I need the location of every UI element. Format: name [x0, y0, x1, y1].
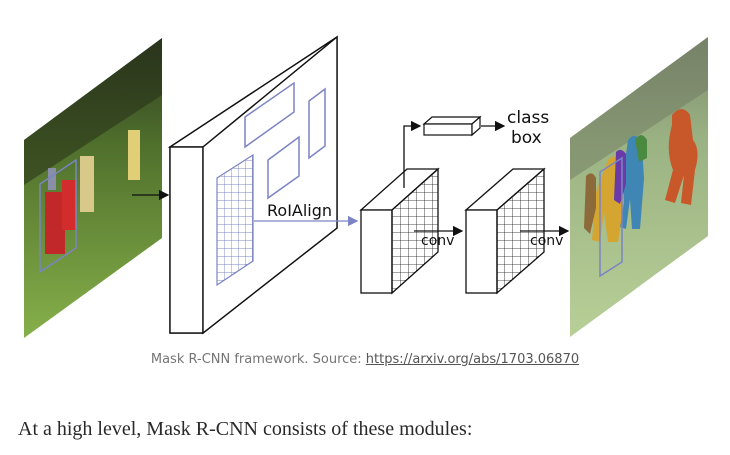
roi-grid: [216, 153, 254, 287]
roi-box: [244, 81, 295, 149]
roialign-label: RoIAlign: [267, 201, 332, 220]
source-link[interactable]: https://arxiv.org/abs/1703.06870: [365, 352, 580, 367]
conv-label-1: conv: [421, 233, 454, 249]
box-label: box: [511, 128, 542, 148]
figure-caption: Mask R-CNN framework. Source: https://ar…: [0, 352, 730, 367]
input-image: [24, 38, 162, 338]
output-image: [570, 37, 708, 337]
feature-map-box: [167, 35, 338, 335]
class-label: class: [507, 108, 549, 128]
roi-box: [308, 87, 326, 160]
paragraph: At a high level, Mask R-CNN consists of …: [18, 418, 473, 440]
fc-head: [422, 115, 482, 137]
head-arrow: [403, 120, 422, 188]
roi-box: [267, 135, 300, 200]
conv-label-2: conv: [530, 233, 563, 249]
caption-prefix: Mask R-CNN framework. Source:: [150, 352, 366, 367]
mask-rcnn-diagram: RoIAlign class box conv conv: [24, 35, 708, 338]
